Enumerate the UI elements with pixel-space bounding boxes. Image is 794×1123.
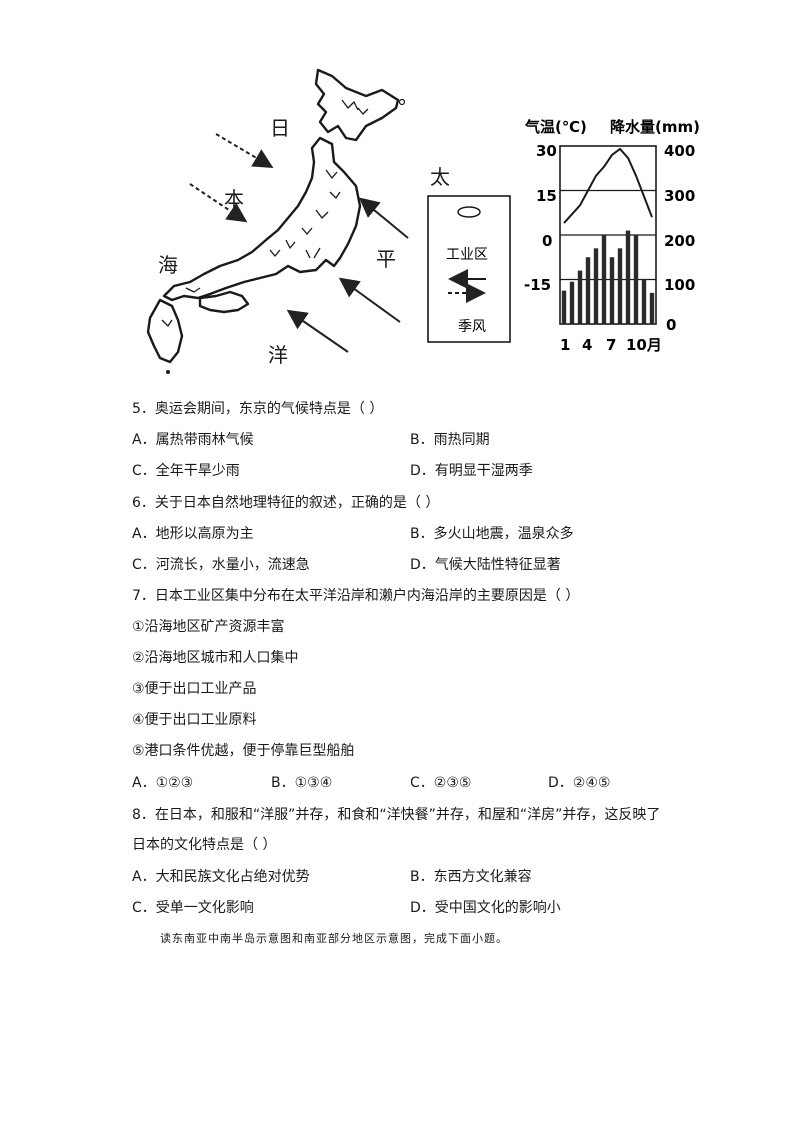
question-7-item-1: ①沿海地区矿产资源丰富: [132, 619, 285, 635]
question-5-stem: 5．奥运会期间，东京的气候特点是（ ）: [132, 401, 384, 417]
precip-bars: [561, 230, 655, 324]
precip-tick-400: 400: [664, 142, 695, 160]
question-8-option-c: C．受单一文化影响: [132, 900, 254, 916]
precip-axis-label: 降水量(mm): [610, 118, 700, 136]
ocean-label-char-2: 平: [376, 247, 396, 271]
legend-frame: [427, 195, 511, 343]
question-6-option-a: A．地形以高原为主: [132, 526, 254, 542]
hokkaido-outline: [314, 68, 400, 142]
question-5-option-c: C．全年干旱少雨: [132, 463, 240, 479]
month-label-10: 10月: [626, 336, 662, 354]
question-7-stem: 7．日本工业区集中分布在太平洋沿岸和濑户内海沿岸的主要原因是（ ）: [132, 588, 580, 604]
month-label-4: 4: [582, 336, 592, 354]
precip-bar-month-11: [641, 279, 647, 324]
island-dot-east: [398, 98, 406, 106]
kyushu-outline: [146, 298, 184, 364]
question-6-option-d: D．气候大陆性特征显著: [410, 557, 561, 573]
month-label-7: 7: [606, 336, 616, 354]
precip-bar-month-10: [633, 235, 639, 324]
precip-bar-month-4: [585, 257, 591, 324]
question-7-item-2: ②沿海地区城市和人口集中: [132, 650, 299, 666]
legend-industrial-zone: 工业区: [446, 247, 488, 263]
month-label-1: 1: [560, 336, 570, 354]
precip-bar-month-9: [625, 230, 631, 324]
honshu-outline: [162, 136, 362, 302]
question-5-option-d: D．有明显干湿两季: [410, 463, 533, 479]
precip-bar-month-1: [561, 290, 567, 324]
sea-label-char-3: 海: [158, 253, 178, 277]
figure-map-and-climate: 日 本 海 太 平 洋 工业区 季风 气温(℃) 降水量(mm) 30: [120, 60, 720, 380]
question-7-item-3: ③便于出口工业产品: [132, 681, 257, 697]
island-dot: [166, 370, 170, 374]
question-7-option-b: B．①③④: [271, 775, 333, 791]
precip-bar-month-2: [569, 281, 575, 324]
precip-bar-month-8: [617, 248, 623, 324]
question-5-option-a: A．属热带雨林气候: [132, 432, 254, 448]
question-8-option-d: D．受中国文化的影响小: [410, 900, 561, 916]
question-6-option-b: B．多火山地震，温泉众多: [410, 526, 574, 542]
temp-tick-0: 0: [542, 232, 552, 250]
ocean-label-char-1: 太: [430, 165, 450, 189]
question-7-option-d: D．②④⑤: [548, 775, 611, 791]
temp-tick-15: 15: [536, 187, 557, 205]
precip-tick-0: 0: [666, 316, 676, 334]
precip-tick-300: 300: [664, 187, 695, 205]
precip-bar-month-6: [601, 235, 607, 324]
temp-line: [563, 147, 653, 224]
temp-axis-label: 气温(℃): [524, 118, 587, 136]
question-8-option-a: A．大和民族文化占绝对优势: [132, 869, 310, 885]
ocean-label-char-3: 洋: [268, 343, 288, 367]
sea-label-char-1: 日: [270, 116, 290, 140]
temp-tick-neg15: -15: [524, 276, 551, 294]
gridlines: [560, 189, 656, 281]
precip-tick-200: 200: [664, 232, 695, 250]
precip-bar-month-7: [609, 257, 615, 324]
sea-label-char-2: 本: [224, 187, 244, 211]
japan-map: [146, 68, 406, 374]
climate-chart: 气温(℃) 降水量(mm) 30 15 0 -15 400 300 200 10…: [524, 118, 700, 354]
precip-bar-month-3: [577, 270, 583, 324]
industrial-zone-symbol: [457, 206, 481, 218]
temp-tick-30: 30: [536, 142, 557, 160]
map-legend: 工业区 季风: [427, 195, 511, 343]
question-7-item-4: ④便于出口工业原料: [132, 712, 257, 728]
question-8-stem-line1: 8．在日本，和服和“洋服”并存，和食和“洋快餐”并存，和屋和“洋房”并存，这反映…: [132, 807, 661, 823]
figure-svg: 日 本 海 太 平 洋 工业区 季风 气温(℃) 降水量(mm) 30: [146, 68, 700, 374]
question-6-stem: 6．关于日本自然地理特征的叙述，正确的是（ ）: [132, 495, 440, 511]
shikoku-outline: [198, 290, 250, 314]
question-8-stem-line2: 日本的文化特点是（ ）: [132, 837, 277, 853]
precip-tick-100: 100: [664, 276, 695, 294]
legend-monsoon: 季风: [458, 319, 486, 335]
precip-bar-month-5: [593, 248, 599, 324]
question-7-item-5: ⑤港口条件优越，便于停靠巨型船舶: [132, 743, 355, 759]
question-8-option-b: B．东西方文化兼容: [410, 869, 532, 885]
precip-bar-month-12: [649, 292, 655, 324]
question-5-option-b: B．雨热同期: [410, 432, 490, 448]
question-6-option-c: C．河流长，水量小，流速急: [132, 557, 310, 573]
terrain-marks: [161, 99, 369, 327]
footer-instruction: 读东南亚中南半岛示意图和南亚部分地区示意图，完成下面小题。: [160, 932, 508, 945]
winter-monsoon-arrows: [189, 133, 274, 223]
summer-monsoon-arrows: [286, 197, 409, 353]
question-7-option-a: A．①②③: [132, 775, 194, 791]
question-7-option-c: C．②③⑤: [410, 775, 472, 791]
